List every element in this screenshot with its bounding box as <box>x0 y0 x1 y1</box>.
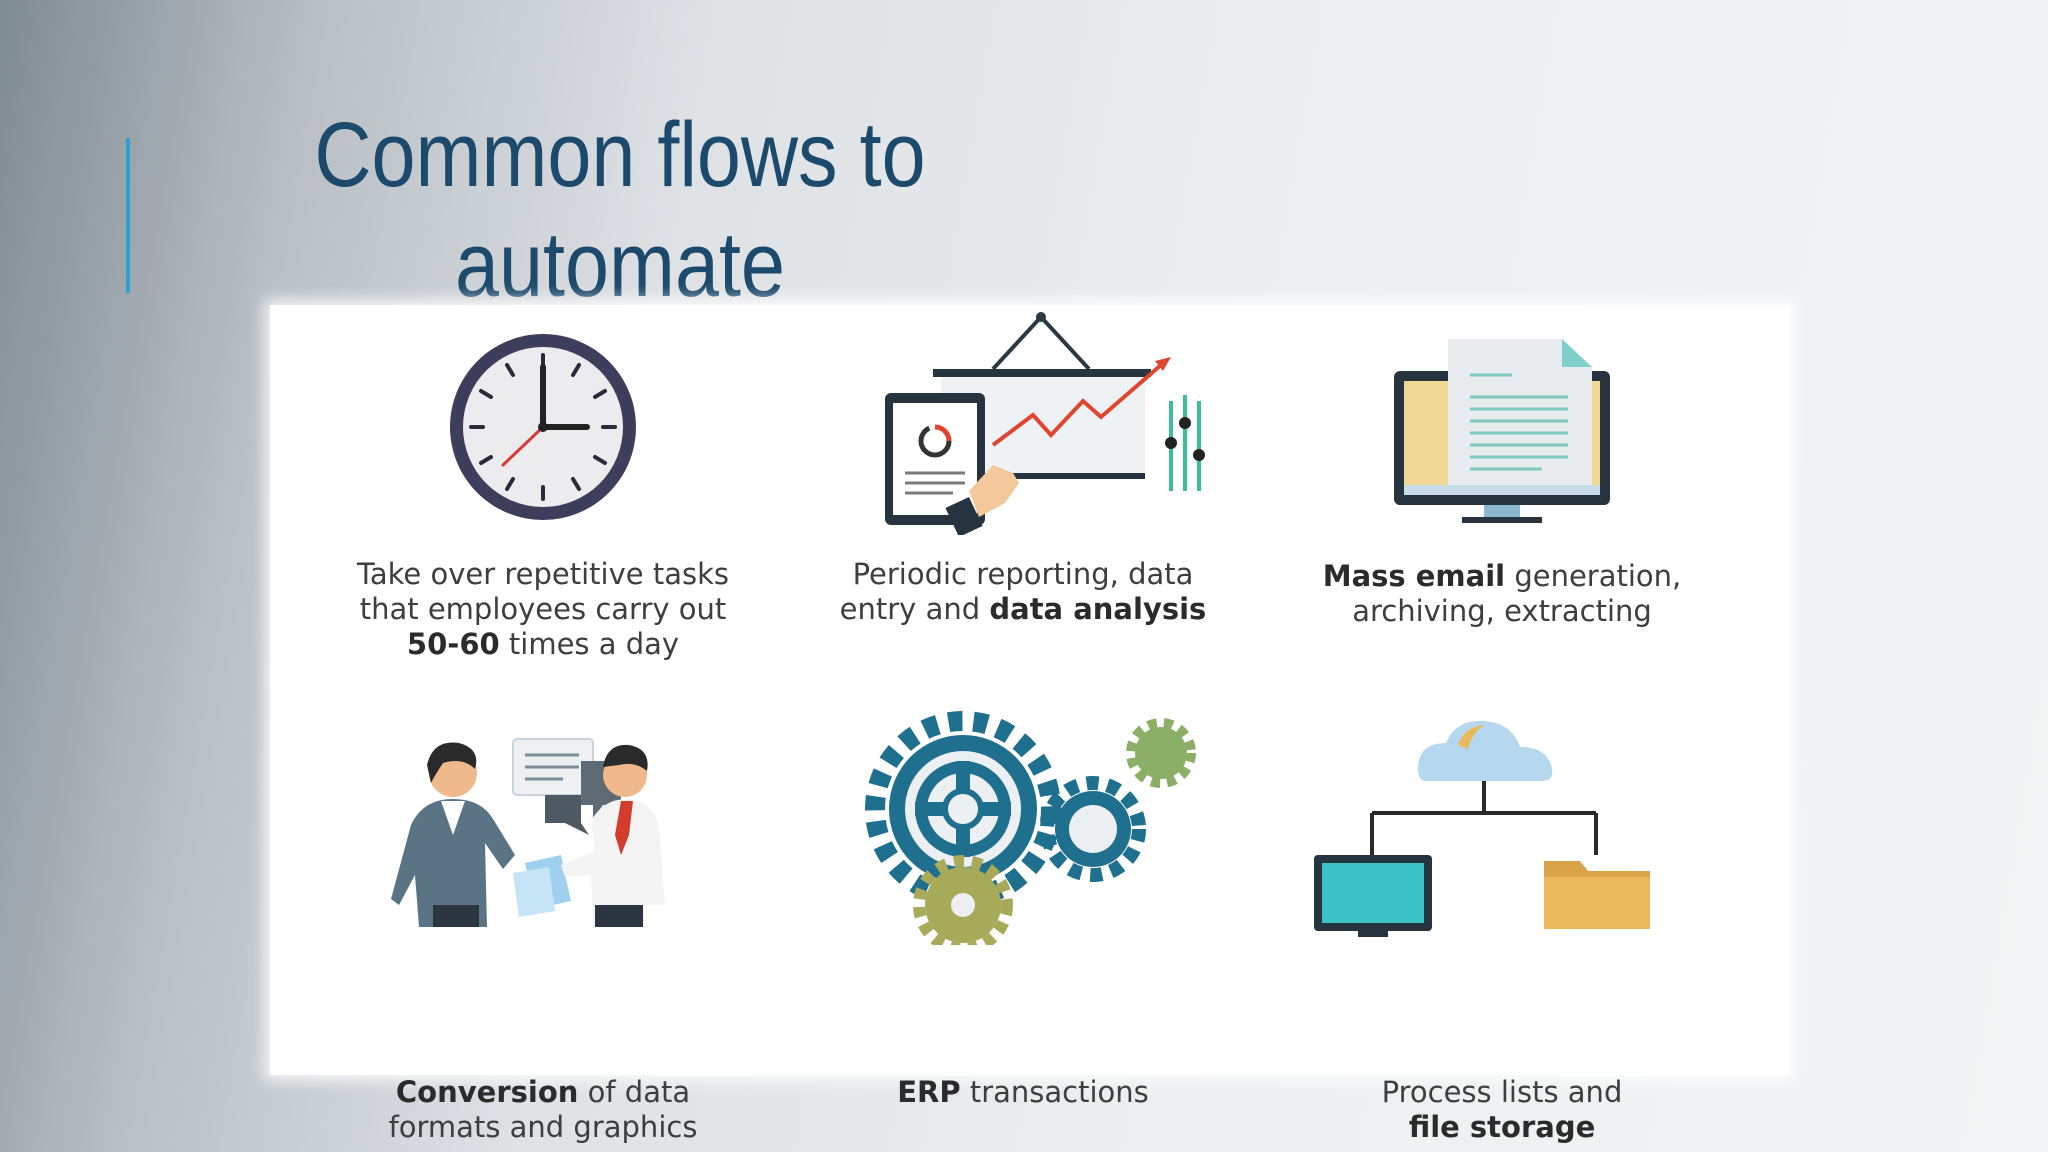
card-4-caption: Conversion of data formats and graphics <box>303 1075 783 1145</box>
card-3-line-1: Mass email generation, <box>1262 559 1742 594</box>
title-accent-bar <box>126 138 130 293</box>
clock-icon <box>450 334 636 520</box>
card-5-caption: ERP transactions <box>783 1075 1263 1110</box>
card-4-rest: of data <box>578 1075 691 1109</box>
gears-icon <box>865 711 1196 945</box>
title-line-2: automate <box>455 214 785 316</box>
card-1-line-2: that employees carry out <box>359 592 727 626</box>
slide-title: Common flows to automate <box>293 100 947 320</box>
card-1-bold: 50-60 <box>406 627 500 661</box>
card-4-bold: Conversion <box>395 1075 579 1109</box>
card-1-line-3: 50-60 times a day <box>303 627 783 662</box>
card-2-lead: entry and <box>839 592 990 626</box>
email-monitor-icon <box>1394 339 1610 523</box>
card-2-line-1: Periodic reporting, data <box>852 557 1194 591</box>
people-conversation-icon <box>391 738 665 927</box>
card-2-line-2: entry and data analysis <box>783 592 1263 627</box>
report-chart-icon <box>885 312 1205 535</box>
card-6-bold: file storage <box>1408 1110 1596 1144</box>
card-3-rest: generation, <box>1505 559 1682 593</box>
card-3-line-2: archiving, extracting <box>1352 594 1652 628</box>
card-1-line-1: Take over repetitive tasks <box>356 557 729 591</box>
title-line-1: Common flows to <box>314 104 926 206</box>
card-4-line-1: Conversion of data <box>303 1075 783 1110</box>
card-5-bold: ERP <box>897 1075 961 1109</box>
infographic-panel: Take over repetitive tasks that employee… <box>270 305 1790 1144</box>
cloud-storage-icon <box>1314 720 1650 937</box>
card-6-line-2: file storage <box>1262 1110 1742 1145</box>
card-1-caption: Take over repetitive tasks that employee… <box>303 557 783 662</box>
card-3-caption: Mass email generation, archiving, extrac… <box>1262 559 1742 629</box>
card-5-line-1: ERP transactions <box>783 1075 1263 1110</box>
card-3-bold: Mass email <box>1322 559 1506 593</box>
card-5-rest: transactions <box>960 1075 1149 1109</box>
card-4-line-2: formats and graphics <box>388 1110 698 1144</box>
card-6-line-1: Process lists and <box>1381 1075 1623 1109</box>
card-2-caption: Periodic reporting, data entry and data … <box>783 557 1263 627</box>
card-1-rest: times a day <box>499 627 680 661</box>
card-2-bold: data analysis <box>989 592 1207 626</box>
card-6-caption: Process lists and file storage <box>1262 1075 1742 1145</box>
